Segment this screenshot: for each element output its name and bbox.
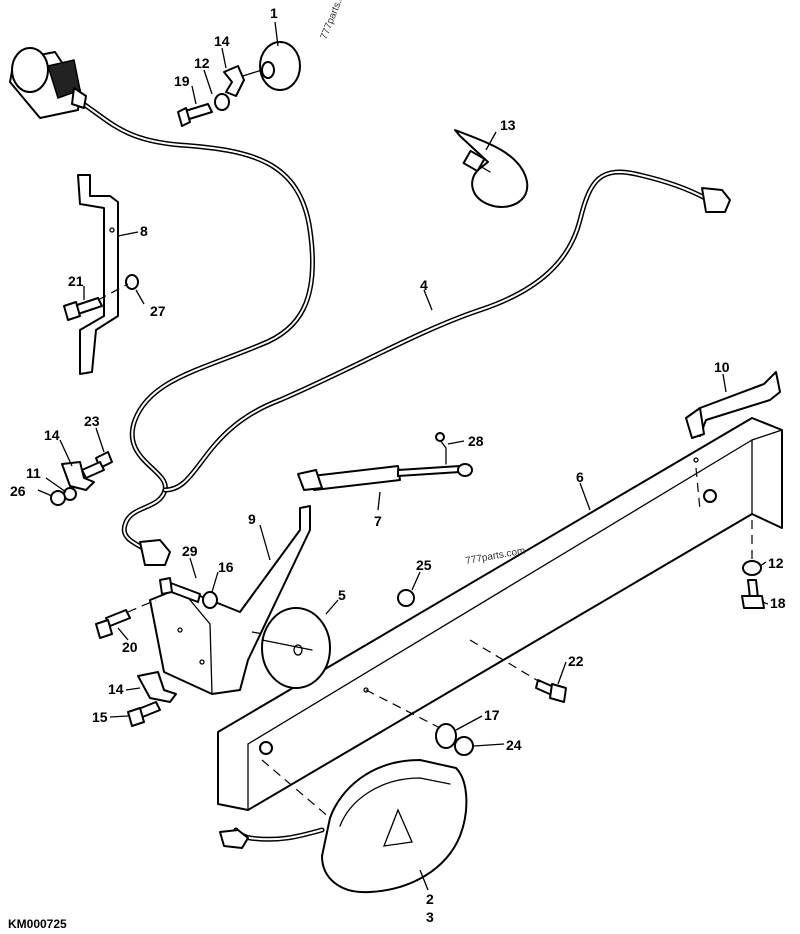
callout-19: 19 (174, 73, 190, 89)
callout-11: 11 (26, 465, 41, 481)
nut-26 (50, 490, 66, 506)
callout-5: 5 (338, 587, 346, 603)
harness-connector-socket (9, 47, 87, 119)
leader-lines (37, 21, 769, 891)
callout-14-top: 14 (214, 33, 230, 49)
washer-12-right (742, 560, 762, 576)
callout-24: 24 (506, 737, 522, 753)
bolt-19 (177, 103, 213, 127)
callout-8: 8 (140, 223, 148, 239)
callout-23: 23 (84, 413, 100, 429)
bolt-29 (159, 577, 201, 603)
grommet-5 (261, 607, 331, 689)
washer-17 (435, 723, 457, 749)
callout-26: 26 (10, 483, 26, 499)
callout-22: 22 (568, 653, 584, 669)
bolt-15 (127, 701, 161, 727)
handle-10 (685, 371, 781, 439)
clip-14-lower (137, 671, 177, 703)
harness-end-plug-right (701, 187, 731, 213)
callout-4: 4 (420, 277, 428, 293)
callout-28: 28 (468, 433, 484, 449)
clip-top (223, 65, 245, 97)
callout-21: 21 (68, 273, 84, 289)
callout-labels: 1 14 12 19 13 8 21 27 4 23 14 11 26 28 7… (10, 5, 786, 925)
callout-25: 25 (416, 557, 432, 573)
callout-12-right: 12 (768, 555, 784, 571)
washer-top (214, 93, 230, 111)
callout-16: 16 (218, 559, 234, 575)
callout-17: 17 (484, 707, 500, 723)
nut-24 (454, 736, 474, 756)
callout-10: 10 (714, 359, 730, 375)
callout-15: 15 (92, 709, 108, 725)
washer-16 (202, 591, 218, 609)
wiring-harness (9, 47, 731, 566)
harness-end-plug-left (139, 539, 171, 566)
callout-29: 29 (182, 543, 198, 559)
beam-6 (217, 417, 783, 811)
watermark-top: 777parts.com (319, 0, 352, 41)
callout-7: 7 (374, 513, 382, 529)
bolt-21 (63, 297, 103, 321)
callout-14-lower: 14 (108, 681, 124, 697)
callout-6: 6 (576, 469, 584, 485)
nut-27 (125, 274, 139, 290)
callout-18: 18 (770, 595, 786, 611)
cable-tie (454, 129, 529, 208)
nut-25 (397, 589, 415, 607)
callout-2: 2 (426, 891, 434, 907)
callout-20: 20 (122, 639, 138, 655)
callout-14-left: 14 (44, 427, 60, 443)
bolt-20 (95, 609, 131, 639)
callout-12-top: 12 (194, 55, 210, 71)
gas-strut (297, 432, 473, 491)
callout-9: 9 (248, 511, 256, 527)
tail-lamp (219, 759, 468, 894)
bolt-23 (81, 451, 113, 479)
callout-27: 27 (150, 303, 166, 319)
callout-1: 1 (270, 5, 278, 21)
drawing-code: KM000725 (8, 917, 67, 931)
bracket-8 (77, 174, 119, 375)
callout-13: 13 (500, 117, 516, 133)
clip-14-left (61, 461, 95, 491)
bolt-22 (535, 679, 567, 703)
bolt-18 (741, 579, 765, 609)
callout-3: 3 (426, 909, 434, 925)
